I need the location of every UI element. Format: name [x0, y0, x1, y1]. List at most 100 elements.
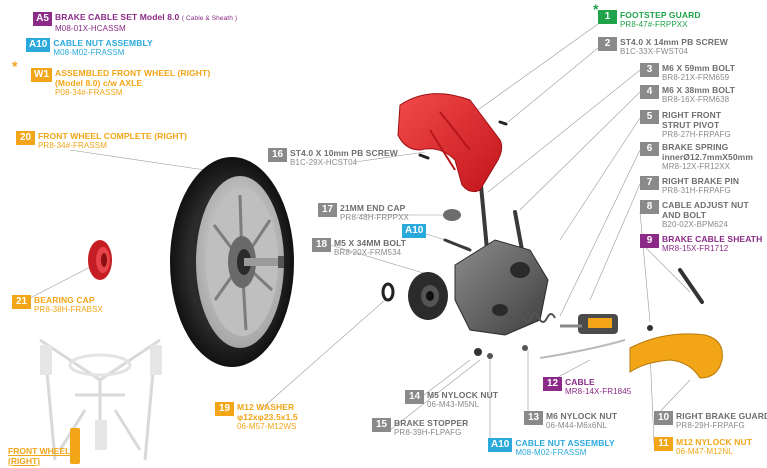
part-name: RIGHT FRONT: [662, 110, 722, 120]
strut-pivot-shape: [454, 239, 549, 336]
label-10: 10 RIGHT BRAKE GUARD PR8-29H-FRPAFG: [654, 411, 767, 431]
label-8: 8 CABLE ADJUST NUT AND BOLT B20-02X-BPM6…: [640, 200, 749, 230]
part-code: PR8-31H-FRPAFG: [662, 186, 731, 195]
part-number-badge: 11: [654, 437, 673, 451]
label-9: 9 BRAKE CABLE SHEATH MR8-15X-FR1712: [640, 234, 762, 254]
label-16: 16 ST4.0 X 10mm PB SCREW B1C-29X-HCST04: [268, 148, 398, 168]
part-number-badge: 5: [640, 110, 659, 124]
part-name: FOOTSTEP GUARD: [620, 10, 701, 20]
label-21: 21 BEARING CAP PR8-38H-FRABSX: [12, 295, 103, 315]
end-cap-shape: [443, 209, 461, 221]
part-name: BRAKE CABLE SHEATH: [662, 234, 763, 244]
bearing-cap-shape: [88, 240, 112, 280]
part-number-badge: 4: [640, 85, 659, 99]
hub-flange-shape: [408, 272, 448, 320]
part-code: BR8-20X-FRM534: [334, 248, 402, 257]
stroller-wheel-right: [150, 345, 162, 375]
part-name-line2: AND BOLT: [662, 210, 707, 220]
label-6: 6 BRAKE SPRING innerØ12.7mmX50mm MR8-12X…: [640, 142, 753, 172]
part-number-badge: 18: [312, 238, 331, 252]
part-number-badge: A5: [33, 12, 52, 26]
part-number-badge: 20: [16, 131, 35, 145]
caption-line1: FRONT WHEEL: [8, 446, 71, 456]
cable-shape: [539, 339, 626, 359]
label-2: 2 ST4.0 X 14mm PB SCREW B1C-33X-FWST04: [598, 37, 728, 57]
part-name: RIGHT BRAKE GUARD: [676, 411, 767, 421]
washer-shape: [381, 282, 395, 302]
part-number-badge: 17: [318, 203, 337, 217]
star-marker-1: *: [593, 1, 599, 17]
part-code: M08-01X-HCASSM: [55, 24, 126, 33]
part-code: 06-M43-M5NL: [427, 400, 480, 409]
part-name: CABLE ADJUST NUT: [662, 200, 749, 210]
front-wheel-caption: FRONT WHEEL (RIGHT): [8, 446, 70, 466]
part-number-badge: 14: [405, 390, 424, 404]
part-number-badge: 3: [640, 63, 659, 77]
part-name: M5 NYLOCK NUT: [427, 390, 499, 400]
label-13: 13 M6 NYLOCK NUT 06-M44-M6x6NL: [524, 411, 617, 431]
part-name-line2: φ12xφ23.5x1.5: [237, 412, 298, 422]
label-12: 12 CABLE MR8-14X-FR1845: [543, 377, 631, 397]
part-code: PR8-34#-FRASSM: [38, 141, 107, 150]
star-marker-w1: *: [12, 58, 18, 74]
part-number-badge: 9: [640, 234, 659, 248]
part-number-badge: 1: [598, 10, 617, 24]
label-7: 7 RIGHT BRAKE PIN PR8-31H-FRPAFG: [640, 176, 739, 196]
label-15: 15 BRAKE STOPPER PR8-39H-FLPAFG: [372, 418, 468, 438]
label-w1: W1 ASSEMBLED FRONT WHEEL (RIGHT) (Model …: [31, 68, 210, 98]
label-a5: A5 BRAKE CABLE SET Model 8.0 ( Cable & S…: [33, 12, 237, 34]
brake-guard-shape: [629, 333, 723, 379]
part-number-badge: A10: [26, 38, 51, 52]
part-name: M5 X 34MM BOLT: [334, 238, 407, 248]
label-5: 5 RIGHT FRONT STRUT PIVOT PR8-27H-FRPAFG: [640, 110, 731, 140]
label-1: 1 FOOTSTEP GUARD PR8-47#-FRPPXX: [598, 10, 701, 30]
part-name: M6 X 59mm BOLT: [662, 63, 736, 73]
part-number-badge: 2: [598, 37, 617, 51]
part-name: ST4.0 X 14mm PB SCREW: [620, 37, 728, 47]
part-number-badge: 15: [372, 418, 391, 432]
part-name: CABLE: [565, 377, 595, 387]
part-name-line2: STRUT PIVOT: [662, 120, 720, 130]
part-number-badge: 13: [524, 411, 543, 425]
part-number-badge: 10: [654, 411, 673, 425]
part-code: B1C-29X-HCST04: [290, 158, 358, 167]
part-code: PR8-27H-FRPAFG: [662, 130, 731, 139]
part-note: ( Cable & Sheath ): [181, 15, 238, 22]
part-code: BR8-16X-FRM638: [662, 95, 730, 104]
label-20: 20 FRONT WHEEL COMPLETE (RIGHT) PR8-34#-…: [16, 131, 187, 151]
part-name: RIGHT BRAKE PIN: [662, 176, 740, 186]
label-a10-mid: A10: [402, 224, 427, 238]
nut-shape: [474, 348, 482, 356]
part-code: PR8-38H-FRABSX: [34, 305, 103, 314]
part-number-badge: A10: [402, 224, 427, 238]
brake-pin-shape: [560, 314, 618, 334]
part-number-badge: 16: [268, 148, 287, 162]
caption-line2: (RIGHT): [8, 456, 41, 466]
part-code: 06-M57-M12WS: [237, 422, 297, 431]
label-14: 14 M5 NYLOCK NUT 06-M43-M5NL: [405, 390, 498, 410]
part-code: PR8-47#-FRPPXX: [620, 20, 688, 29]
part-code: PR8-39H-FLPAFG: [394, 428, 462, 437]
label-a10-top: A10 CABLE NUT ASSEMBLY M08-M02-FRASSM: [26, 38, 153, 58]
part-code: MR8-14X-FR1845: [565, 387, 632, 396]
part-name-line2: innerØ12.7mmX50mm: [662, 152, 753, 162]
label-3: 3 M6 X 59mm BOLT BR8-21X-FRM659: [640, 63, 735, 83]
label-a10-bottom: A10 CABLE NUT ASSEMBLY M08-M02-FRASSM: [488, 438, 615, 458]
part-name: BRAKE CABLE SET Model 8.0: [55, 12, 180, 22]
part-code: BR8-21X-FRM659: [662, 73, 730, 82]
highlighted-front-wheel: [70, 428, 80, 464]
label-17: 17 21MM END CAP PR8-48H-FRPPXX: [318, 203, 409, 223]
part-name: CABLE NUT ASSEMBLY: [53, 38, 153, 48]
label-19: 19 M12 WASHER φ12xφ23.5x1.5 06-M57-M12WS: [215, 402, 298, 432]
front-wheel-shape: [170, 157, 294, 367]
label-18: 18 M5 X 34MM BOLT BR8-20X-FRM534: [312, 238, 406, 258]
part-name: M6 X 38mm BOLT: [662, 85, 736, 95]
part-name: M6 NYLOCK NUT: [546, 411, 618, 421]
part-number-badge: 21: [12, 295, 31, 309]
part-code: MR8-15X-FR1712: [662, 244, 729, 253]
stroller-wheel-left: [40, 345, 52, 375]
part-code: B20-02X-BPM624: [662, 220, 728, 229]
part-code: B1C-33X-FWST04: [620, 47, 689, 56]
part-number-badge: 6: [640, 142, 659, 156]
